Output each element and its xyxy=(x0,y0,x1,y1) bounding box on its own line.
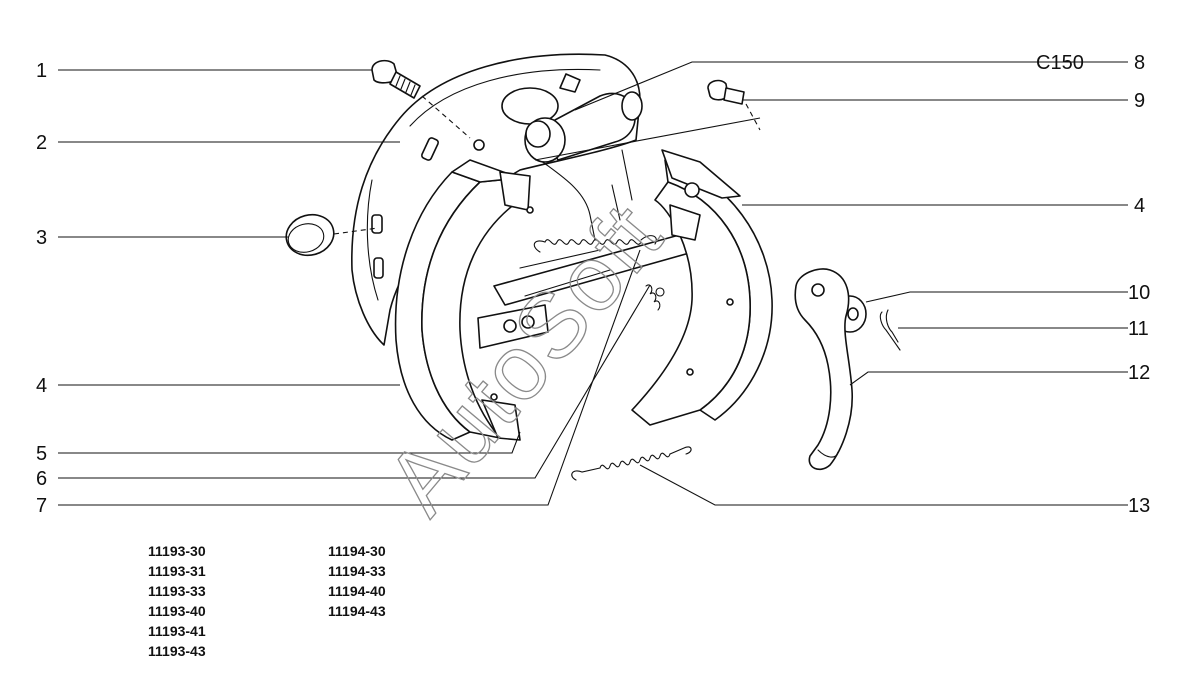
callout-12: 12 xyxy=(1128,362,1150,384)
model-code: 11194-30 xyxy=(328,543,386,559)
model-code: 11194-43 xyxy=(328,603,386,619)
callout-2: 2 xyxy=(36,132,47,154)
small-spring xyxy=(645,284,665,311)
model-code: 11194-40 xyxy=(328,583,386,599)
callout-7: 7 xyxy=(36,495,47,517)
wheel-cylinder xyxy=(473,73,643,163)
callout-13: 13 xyxy=(1128,495,1150,517)
model-code: 11194-33 xyxy=(328,563,386,579)
callout-numbers: 1 2 3 4 5 6 7 C150 8 9 4 10 11 12 13 xyxy=(36,52,1150,517)
model-code: 11193-33 xyxy=(148,583,206,599)
cotter-pin xyxy=(879,309,901,351)
brake-shoe-right xyxy=(631,149,773,426)
model-code: 11193-31 xyxy=(148,563,206,579)
strut-bar xyxy=(477,231,701,349)
callout-1: 1 xyxy=(36,60,47,82)
callout-6: 6 xyxy=(36,468,47,490)
rubber-plug xyxy=(285,213,335,257)
brake-shoe-left xyxy=(394,159,534,441)
model-code: 11193-30 xyxy=(148,543,206,559)
callout-11: 11 xyxy=(1128,318,1149,340)
bolt xyxy=(371,59,421,99)
callout-4-left: 4 xyxy=(36,375,47,397)
model-list-column-1: 11193-30 11193-31 11193-33 11193-40 1119… xyxy=(148,541,206,661)
callout-9: 9 xyxy=(1134,90,1145,112)
lower-return-spring xyxy=(571,446,692,481)
model-list-column-2: 11194-30 11194-33 11194-40 11194-43 xyxy=(328,541,386,621)
model-code: 11193-40 xyxy=(148,603,206,619)
callout-10: 10 xyxy=(1128,282,1150,304)
callout-3: 3 xyxy=(36,227,47,249)
model-code: 11193-41 xyxy=(148,623,206,639)
model-code: 11193-43 xyxy=(148,643,206,659)
parking-lever xyxy=(794,268,853,471)
callout-4-right: 4 xyxy=(1134,195,1145,217)
callout-8: 8 xyxy=(1134,52,1145,74)
callout-5: 5 xyxy=(36,443,47,465)
leader-lines xyxy=(58,61,1128,506)
part-code-label: C150 xyxy=(1036,52,1084,74)
pin xyxy=(707,79,745,105)
upper-return-spring xyxy=(533,235,657,253)
